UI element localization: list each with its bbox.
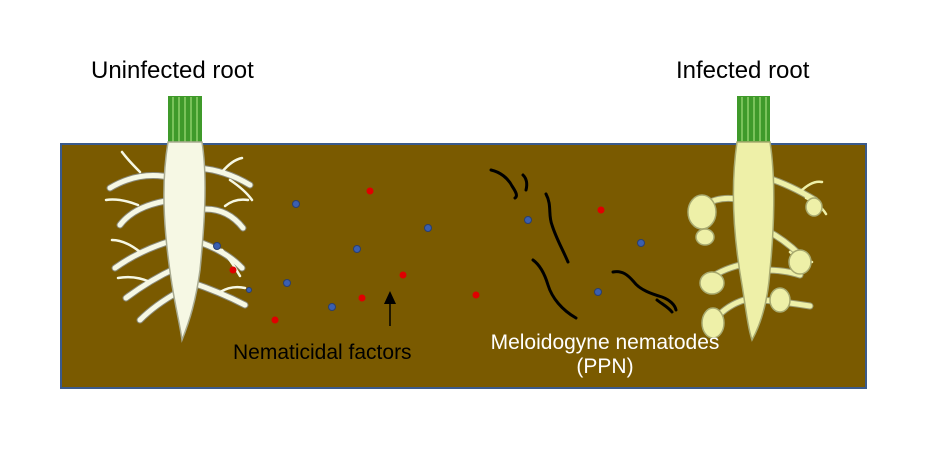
blue-particle: [283, 279, 291, 287]
red-particle: [597, 206, 605, 214]
nematicidal-particles: [213, 187, 645, 324]
red-particle: [366, 187, 374, 195]
nematodes-label: Meloidogyne nematodes (PPN): [473, 331, 737, 379]
infected-root: [687, 96, 828, 342]
blue-particle: [424, 224, 432, 232]
blue-particle: [353, 245, 361, 253]
nematodes-label-line2: (PPN): [576, 355, 634, 379]
nematode: [489, 168, 518, 200]
blue-particle: [524, 216, 532, 224]
blue-particle: [213, 242, 221, 250]
blue-particle: [246, 287, 252, 293]
factors-arrow: [384, 291, 396, 326]
blue-particle: [637, 239, 645, 247]
blue-particle: [292, 200, 300, 208]
infected-root-label: Infected root: [676, 57, 810, 84]
red-particle: [271, 316, 279, 324]
infected-taproot: [732, 141, 775, 342]
nematicidal-factors-label: Nematicidal factors: [233, 341, 412, 364]
uninfected-taproot: [163, 141, 206, 343]
meloidogyne-nematodes: [489, 168, 678, 320]
root-galls: [687, 194, 823, 339]
red-particle: [399, 271, 407, 279]
uninfected-root-label: Uninfected root: [91, 57, 254, 84]
red-particle: [358, 294, 366, 302]
nematode: [521, 173, 529, 192]
nematode: [531, 258, 578, 320]
red-particle: [229, 266, 237, 274]
blue-particle: [328, 303, 336, 311]
nematode: [611, 270, 678, 312]
nematode: [544, 192, 570, 264]
uninfected-root: [104, 96, 254, 343]
nematode: [655, 298, 674, 314]
nematodes-label-line1: Meloidogyne nematodes: [490, 331, 720, 354]
blue-particle: [594, 288, 602, 296]
red-particle: [472, 291, 480, 299]
